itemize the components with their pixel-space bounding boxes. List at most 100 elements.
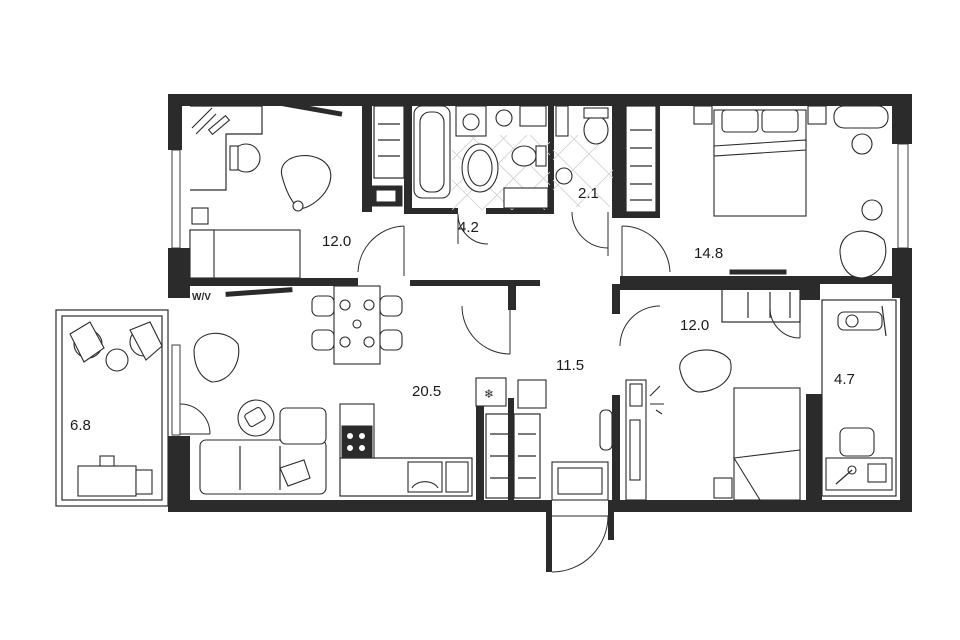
area-label-bathroom: 4.2 — [458, 219, 479, 236]
wall-bedroom-living — [182, 278, 358, 286]
area-label-living-kitchen: 20.5 — [412, 383, 441, 400]
bean-bag — [281, 155, 332, 210]
bedroom-right: 14.8 — [621, 105, 889, 279]
nightstand-left — [191, 207, 209, 225]
armchair-living — [193, 332, 240, 383]
desk-plant — [649, 385, 664, 415]
duvet-fold — [713, 139, 807, 157]
entrance-jamb-right — [608, 500, 614, 540]
wc-shelf — [555, 105, 569, 137]
interior-walls — [182, 104, 892, 512]
wall-bottom-left — [168, 500, 550, 512]
window-left-top — [171, 149, 181, 249]
windows — [171, 143, 909, 436]
outer-walls — [168, 94, 912, 572]
armchair-right — [833, 105, 889, 129]
study-balcony: 4.7 — [821, 299, 897, 497]
sofa-chaise — [279, 407, 327, 445]
mirror-round — [861, 199, 883, 221]
closet-left-outline — [373, 105, 405, 179]
area-label-wc: 2.1 — [578, 185, 599, 202]
wc: 2.1 — [553, 105, 613, 256]
wall-hall-right-stub — [612, 284, 620, 314]
cooktop-mark — [411, 481, 439, 489]
wall-wc-right — [612, 104, 620, 218]
coffee-table-book — [244, 406, 266, 428]
bedroom-left: 12.0 — [189, 99, 405, 279]
plate-1 — [339, 299, 351, 311]
wall-bottom-right — [612, 500, 912, 512]
bathroom: 4.2 — [413, 105, 550, 245]
door-swing-wc — [571, 211, 609, 249]
balcony-grill-top — [99, 455, 115, 467]
window-right-top — [897, 143, 909, 249]
door-swing-study — [769, 307, 801, 339]
plate-2 — [363, 299, 375, 311]
balcony-chair-right-back — [129, 321, 163, 361]
bed-small-blanket — [733, 449, 801, 501]
toilet-bath-tank — [535, 145, 547, 167]
area-label-bedroom-small: 12.0 — [680, 317, 709, 334]
door-swing-bedroom-left — [357, 225, 405, 273]
wall-left-top — [168, 94, 182, 150]
plate-3 — [339, 336, 351, 348]
wall-left-mid — [168, 248, 190, 298]
wall-study-top — [800, 284, 820, 300]
balcony — [55, 309, 169, 507]
door-swing-balcony — [179, 403, 211, 435]
hall-bench — [599, 409, 613, 451]
wall-left-bottom — [168, 436, 190, 512]
dining-chair-2 — [311, 329, 335, 351]
study-desk — [825, 457, 893, 491]
decor-spiral — [495, 109, 513, 127]
window-left-living — [171, 344, 181, 436]
wall-hall-storage — [508, 398, 514, 508]
tv-living — [225, 287, 293, 297]
single-bed-pillow-area — [189, 229, 215, 279]
sink-bath-bowl — [462, 113, 480, 131]
balcony-outline — [55, 309, 169, 507]
wall-bedroom-right-left — [656, 104, 660, 218]
pillow-right — [761, 109, 799, 133]
wall-hall-left-stub — [508, 286, 516, 310]
sink-wc — [555, 167, 573, 185]
pillow-left — [721, 109, 759, 133]
entrance-jamb-left — [546, 500, 552, 572]
study-bike — [837, 311, 883, 331]
nightstand-small — [713, 477, 733, 499]
hall-cabinet — [517, 379, 547, 409]
dining-chair-1 — [311, 295, 335, 317]
study-outline — [821, 299, 897, 497]
bath-rug-inner — [467, 149, 493, 187]
bathtub-inner — [419, 111, 445, 193]
area-label-study: 4.7 — [834, 371, 855, 388]
water-heater-panel — [375, 189, 397, 203]
wardrobe-small — [721, 287, 801, 323]
balcony-grill — [77, 465, 137, 497]
balcony-chair-left-back — [69, 321, 105, 363]
tv-bedroom-right — [729, 269, 787, 275]
wall-right-bottom — [900, 296, 912, 512]
tv-wall — [271, 99, 343, 117]
door-swing-bedroom-small — [619, 305, 661, 347]
area-label-bedroom-left: 12.0 — [322, 233, 351, 250]
fridge — [475, 377, 507, 407]
door-swing-entrance — [551, 515, 609, 573]
study-chair — [839, 427, 875, 457]
washing-machine — [503, 187, 549, 209]
entrance-mat-inner — [557, 467, 603, 495]
hall-closet-left — [485, 413, 513, 499]
balcony-table — [105, 348, 129, 372]
bath-shelf — [519, 105, 547, 127]
wall-closet-bottom — [620, 212, 660, 218]
door-swing-living — [461, 305, 511, 355]
wall-bath-bottom-left — [404, 208, 458, 214]
closet-left — [369, 105, 405, 207]
hallway: 11.5 — [461, 305, 661, 573]
side-table-right — [851, 133, 873, 155]
toilet-wc-tank — [583, 107, 609, 119]
balcony-inner — [61, 315, 163, 501]
door-swing-bedroom-right — [621, 225, 671, 273]
closet-right — [625, 105, 657, 213]
closet-right-outline — [625, 105, 657, 213]
